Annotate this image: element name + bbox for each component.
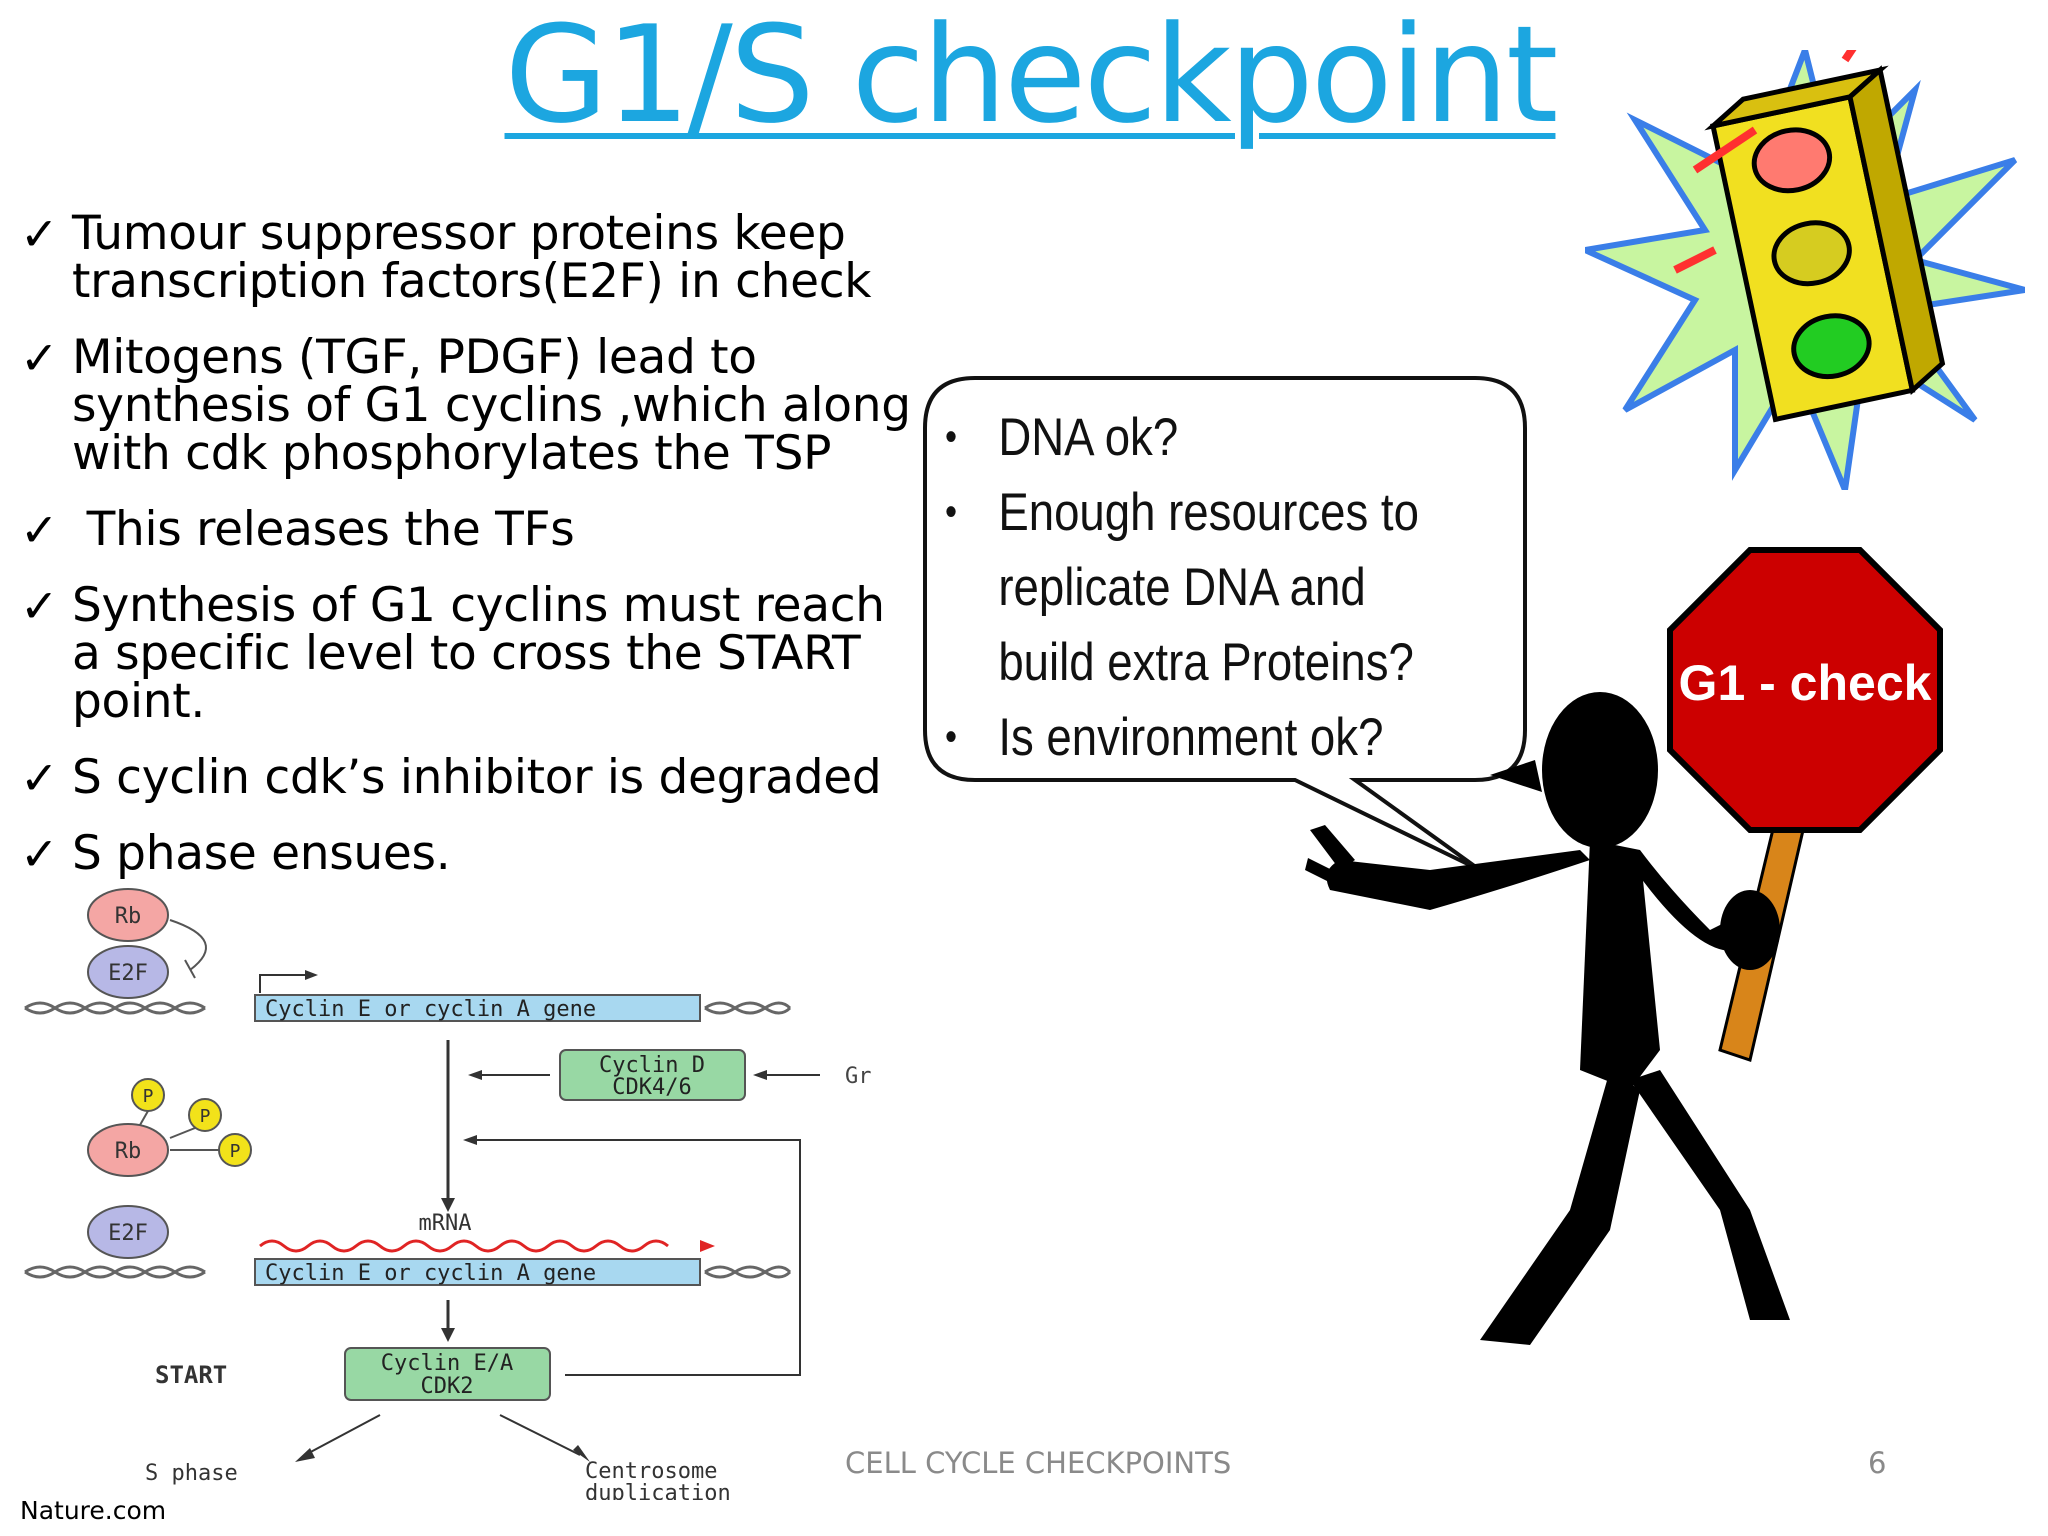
checkmark-icon: ✓ xyxy=(20,579,59,633)
phosphate-label: P xyxy=(230,1141,241,1162)
checkmark-icon: ✓ xyxy=(20,207,59,261)
e2f-label: E2F xyxy=(108,961,148,986)
checkmark-icon: ✓ xyxy=(20,751,59,805)
bullet-item: ✓ This releases the TFs xyxy=(20,502,920,557)
footer-title: CELL CYCLE CHECKPOINTS xyxy=(845,1446,1232,1480)
phosphate-label: P xyxy=(143,1086,154,1107)
growth-label: Gr xyxy=(845,1064,872,1089)
gene-label-top: Cyclin E or cyclin A gene xyxy=(265,997,596,1022)
bullet-dot: • xyxy=(945,715,958,759)
cyclin-ea-label: Cyclin E/A xyxy=(381,1351,513,1376)
e2f-label: E2F xyxy=(108,1221,148,1246)
rb-label: Rb xyxy=(115,904,142,929)
cyclin-d-label: Cyclin D xyxy=(599,1053,705,1078)
duplication-label: duplication xyxy=(585,1481,731,1500)
cdk2-label: CDK2 xyxy=(421,1374,474,1399)
start-label: START xyxy=(155,1361,227,1389)
bullet-list: ✓ Tumour suppressor proteins keep transc… xyxy=(20,210,920,906)
bullet-text: Synthesis of G1 cyclins must reach a spe… xyxy=(72,578,885,729)
page-title: G1/S checkpoint xyxy=(504,0,1559,153)
bullet-item: ✓ Tumour suppressor proteins keep transc… xyxy=(20,210,920,306)
bullet-item: ✓ S phase ensues. xyxy=(20,826,920,881)
bullet-text: This releases the TFs xyxy=(72,502,575,557)
checkmark-icon: ✓ xyxy=(20,331,59,385)
g1s-pathway-diagram: Rb E2F Cyclin E or cyclin A gene Cyclin … xyxy=(24,888,872,1500)
gene-label-bottom: Cyclin E or cyclin A gene xyxy=(265,1261,596,1286)
bubble-item: • DNA ok? xyxy=(945,400,1427,475)
bubble-item: • Enough resources to replicate DNA and … xyxy=(945,475,1427,700)
bubble-text: DNA ok? xyxy=(998,408,1179,467)
stop-sign-label: G1 - check xyxy=(1679,655,1932,711)
checkmark-icon: ✓ xyxy=(20,827,59,881)
bullet-dot: • xyxy=(945,415,958,459)
stop-sign-icon xyxy=(1667,547,1943,833)
checkmark-icon: ✓ xyxy=(20,503,59,557)
bullet-text: S phase ensues. xyxy=(72,826,451,881)
bullet-item: ✓ S cyclin cdk’s inhibitor is degraded xyxy=(20,750,920,805)
bullet-item: ✓ Synthesis of G1 cyclins must reach a s… xyxy=(20,582,920,726)
bubble-item: • Is environment ok? xyxy=(945,700,1427,775)
page-number: 6 xyxy=(1868,1446,1887,1480)
bubble-list: • DNA ok? • Enough resources to replicat… xyxy=(945,400,1427,775)
stickman-illustration: G1 - check xyxy=(1305,547,1943,1345)
image-credit: Nature.com xyxy=(20,1496,167,1525)
rb-label: Rb xyxy=(115,1139,142,1164)
mrna-label: mRNA xyxy=(419,1211,472,1236)
bullet-item: ✓ Mitogens (TGF, PDGF) lead to synthesis… xyxy=(20,334,920,478)
phosphate-label: P xyxy=(200,1106,211,1127)
bullet-dot: • xyxy=(945,490,958,534)
centrosome-label: Centrosome xyxy=(585,1459,717,1484)
traffic-light-icon xyxy=(1585,50,2025,490)
cdk46-label: CDK4/6 xyxy=(612,1075,691,1100)
bubble-text: Enough resources to replicate DNA and bu… xyxy=(998,483,1419,692)
speech-bubble xyxy=(923,376,1527,872)
bullet-text: Mitogens (TGF, PDGF) lead to synthesis o… xyxy=(72,330,911,481)
bullet-text: Tumour suppressor proteins keep transcri… xyxy=(72,206,872,309)
bubble-text: Is environment ok? xyxy=(998,708,1384,767)
s-phase-label: S phase xyxy=(145,1461,238,1486)
bullet-text: S cyclin cdk’s inhibitor is degraded xyxy=(72,750,882,805)
